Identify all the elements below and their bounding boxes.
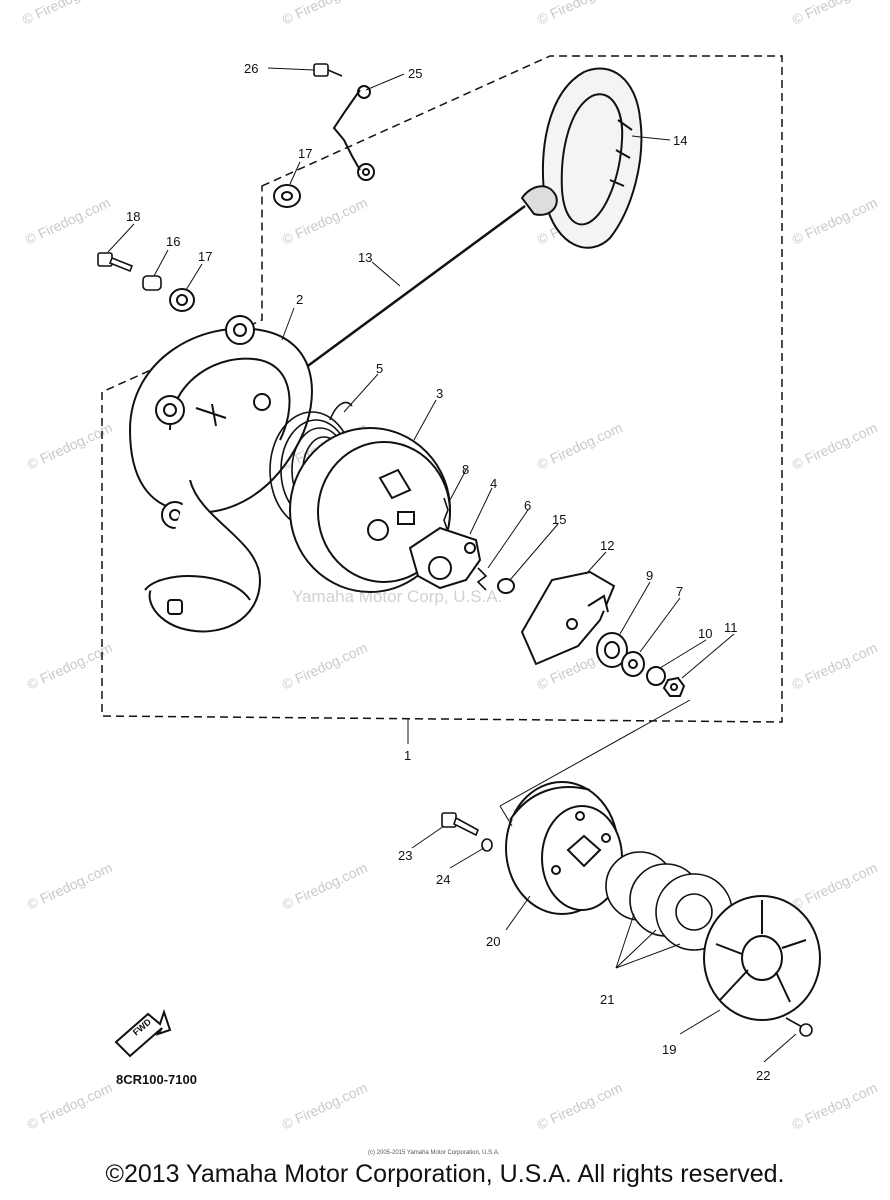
part-12-friction-plate (520, 570, 616, 666)
part-23-bolt (441, 812, 480, 837)
callout-label: 22 (756, 1068, 770, 1083)
callout-label: 8 (462, 462, 469, 477)
part-16-collar (142, 275, 162, 291)
part-10-washer (646, 666, 666, 686)
part-14-starter-handle (520, 67, 643, 249)
callout-label: 13 (358, 250, 372, 265)
watermark: © Firedog.com (23, 194, 113, 247)
part-2-starter-case (128, 315, 313, 633)
part-11-nut (662, 676, 686, 697)
callout-label: 17 (298, 146, 312, 161)
callout-label: 1 (404, 748, 411, 763)
part-17-collar-upper (273, 184, 301, 208)
callout-label: 10 (698, 626, 712, 641)
callout-label: 25 (408, 66, 422, 81)
callout-label: 15 (552, 512, 566, 527)
center-watermark: Yamaha Motor Corp, U.S.A. (292, 587, 502, 606)
watermark: © Firedog.com (535, 419, 625, 472)
part-26-bolt (313, 63, 343, 77)
watermark: © Firedog.com (25, 419, 115, 472)
watermark: © Firedog.com (790, 1079, 880, 1132)
watermark: © Firedog.com (535, 0, 625, 28)
watermark: © Firedog.com (280, 0, 370, 28)
callout-label: 26 (244, 61, 258, 76)
callout-label: 4 (490, 476, 497, 491)
part-19-starter-cup (703, 895, 821, 1021)
watermark: © Firedog.com (25, 1079, 115, 1132)
forward-arrow-icon: FWD (114, 1008, 172, 1058)
leader-lines (107, 67, 797, 1063)
part-13-starter-rope (304, 204, 526, 370)
callout-label: 9 (646, 568, 653, 583)
part-15-washer (497, 578, 515, 594)
watermark: © Firedog.com (280, 639, 370, 692)
callout-label: 17 (198, 249, 212, 264)
watermark: © Firedog.com (280, 1079, 370, 1132)
watermark: © Firedog.com (790, 194, 880, 247)
callout-labels: 26 25 14 17 18 16 17 13 2 5 3 8 4 6 15 1… (126, 61, 770, 1083)
callout-label: 21 (600, 992, 614, 1007)
part-18-bolt (97, 252, 134, 273)
part-24-washer (481, 838, 493, 852)
callout-label: 3 (436, 386, 443, 401)
callout-label: 6 (524, 498, 531, 513)
callout-label: 23 (398, 848, 412, 863)
part-17-collar-lower (169, 288, 195, 312)
watermark: © Firedog.com (25, 859, 115, 912)
part-20-flywheel-pulley (505, 781, 623, 915)
callout-label: 20 (486, 934, 500, 949)
watermark: © Firedog.com (535, 1079, 625, 1132)
watermark: © Firedog.com (790, 419, 880, 472)
part-8-spring (443, 497, 449, 533)
part-25-rope-guide (332, 85, 375, 181)
callout-label: 7 (676, 584, 683, 599)
callout-label: 11 (724, 620, 738, 635)
part-7-washer (621, 651, 645, 677)
small-notice: (c) 2005-2015 Yamaha Motor Corporation, … (368, 1150, 500, 1156)
callout-label: 5 (376, 361, 383, 376)
part-9-washer (596, 632, 628, 668)
callout-label: 19 (662, 1042, 676, 1057)
watermark: © Firedog.com (25, 639, 115, 692)
diagram-code: 8CR100-7100 (116, 1072, 197, 1087)
watermark: © Firedog.com (790, 0, 880, 28)
watermark: © Firedog.com (280, 859, 370, 912)
assembly-boundary (101, 55, 783, 723)
copyright-notice: ©2013 Yamaha Motor Corporation, U.S.A. A… (105, 1160, 785, 1188)
watermark: © Firedog.com (790, 859, 880, 912)
part-4-drive-plate (408, 526, 482, 590)
part-6-spring (476, 567, 488, 591)
callout-label: 18 (126, 209, 140, 224)
callout-label: 14 (673, 133, 687, 148)
callout-label: 12 (600, 538, 614, 553)
callout-label: 16 (166, 234, 180, 249)
watermark: © Firedog.com (790, 639, 880, 692)
exploded-view-svg: © Firedog.com © Firedog.com © Firedog.co… (20, 0, 880, 1156)
callout-label: 24 (436, 872, 450, 887)
watermark: © Firedog.com (20, 0, 110, 28)
part-22-screw (785, 1017, 813, 1037)
callout-label: 2 (296, 292, 303, 307)
